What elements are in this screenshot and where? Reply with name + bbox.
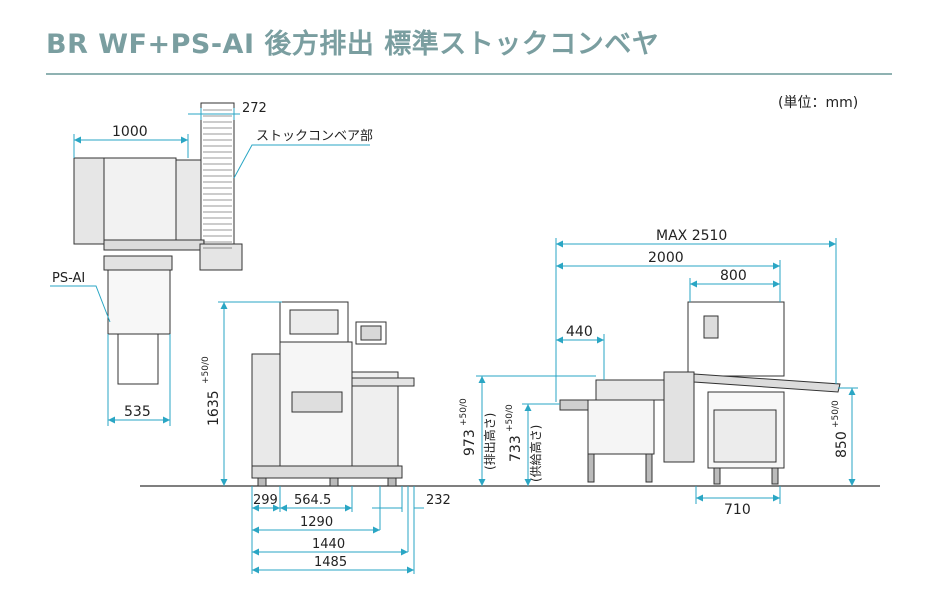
ps-ai-top bbox=[103, 255, 173, 271]
label-max-2510: MAX 2510 bbox=[656, 228, 727, 244]
label-973: 973 bbox=[462, 429, 478, 456]
top-view-dimensions bbox=[50, 108, 370, 426]
label-973-tol: +50/0 bbox=[459, 398, 469, 426]
label-733-group: 733 +50/0 (供給高さ) bbox=[505, 404, 543, 482]
label-800: 800 bbox=[720, 268, 747, 284]
label-1635: 1635 bbox=[206, 390, 222, 426]
side-upper-cabinet bbox=[687, 301, 785, 377]
side-infeed-body bbox=[587, 399, 655, 455]
stock-conveyor-slats bbox=[203, 109, 232, 249]
page-title: BR WF+PS-AI 後方排出 標準ストックコンベヤ bbox=[46, 29, 660, 60]
top-main-body-front bbox=[175, 159, 203, 243]
label-733: 733 bbox=[508, 435, 524, 462]
front-right-body bbox=[351, 371, 399, 467]
label-710: 710 bbox=[724, 502, 751, 518]
label-1635-group: 1635 +50/0 bbox=[201, 356, 222, 426]
front-monitor-screen bbox=[360, 325, 382, 341]
front-mechanism bbox=[291, 391, 343, 413]
side-center-column bbox=[663, 371, 695, 463]
front-upper-window bbox=[289, 309, 339, 335]
label-440: 440 bbox=[566, 324, 593, 340]
leader-ps-ai bbox=[50, 285, 111, 323]
label-stock-conveyor: ストックコンベア部 bbox=[256, 129, 373, 144]
top-main-body-side bbox=[73, 157, 105, 245]
front-conveyor bbox=[351, 377, 415, 387]
side-view-machine bbox=[559, 301, 841, 485]
top-view-machine bbox=[73, 102, 243, 385]
side-upper-door bbox=[703, 315, 719, 339]
label-1485: 1485 bbox=[314, 555, 347, 570]
label-1290: 1290 bbox=[300, 515, 333, 530]
label-272: 272 bbox=[242, 101, 267, 116]
label-733-note: (供給高さ) bbox=[528, 425, 543, 482]
label-850: 850 bbox=[834, 431, 850, 458]
front-view-dimensions bbox=[218, 301, 424, 574]
side-leg-1 bbox=[587, 453, 595, 483]
side-leg-3 bbox=[713, 467, 721, 485]
side-discharge-conveyor bbox=[693, 373, 841, 393]
label-564-5: 564.5 bbox=[294, 493, 331, 508]
front-foot-3 bbox=[387, 477, 397, 487]
side-leg-4 bbox=[771, 467, 779, 485]
label-733-tol: +50/0 bbox=[505, 404, 515, 432]
label-850-tol: +50/0 bbox=[831, 400, 841, 428]
unit-note: (単位：mm) bbox=[778, 95, 859, 111]
label-ps-ai: PS-AI bbox=[52, 271, 85, 286]
label-232: 232 bbox=[426, 493, 451, 508]
label-1635-tol: +50/0 bbox=[201, 356, 211, 384]
stock-conveyor bbox=[200, 102, 235, 254]
front-left-panel bbox=[251, 353, 281, 467]
side-feeder bbox=[559, 399, 589, 411]
front-base bbox=[251, 465, 403, 479]
ps-ai-tray bbox=[117, 333, 159, 385]
label-535: 535 bbox=[124, 404, 151, 420]
side-leg-2 bbox=[645, 453, 653, 483]
label-299: 299 bbox=[253, 493, 278, 508]
side-view-dimensions bbox=[476, 238, 858, 504]
front-foot-1 bbox=[257, 477, 267, 487]
side-lower-panel bbox=[713, 409, 777, 463]
label-1440: 1440 bbox=[312, 537, 345, 552]
front-view-machine bbox=[251, 301, 415, 487]
front-foot-2 bbox=[329, 477, 339, 487]
top-plate bbox=[103, 239, 205, 251]
ps-ai-unit bbox=[107, 269, 171, 335]
title-divider bbox=[46, 73, 892, 75]
label-2000: 2000 bbox=[648, 250, 684, 266]
label-973-group: 973 +50/0 (排出高さ) bbox=[459, 398, 497, 470]
label-850-group: 850 +50/0 bbox=[831, 400, 850, 458]
leader-stock-conveyor bbox=[233, 144, 370, 179]
label-973-note: (排出高さ) bbox=[482, 413, 497, 470]
label-1000: 1000 bbox=[112, 124, 148, 140]
top-chute bbox=[199, 243, 243, 271]
